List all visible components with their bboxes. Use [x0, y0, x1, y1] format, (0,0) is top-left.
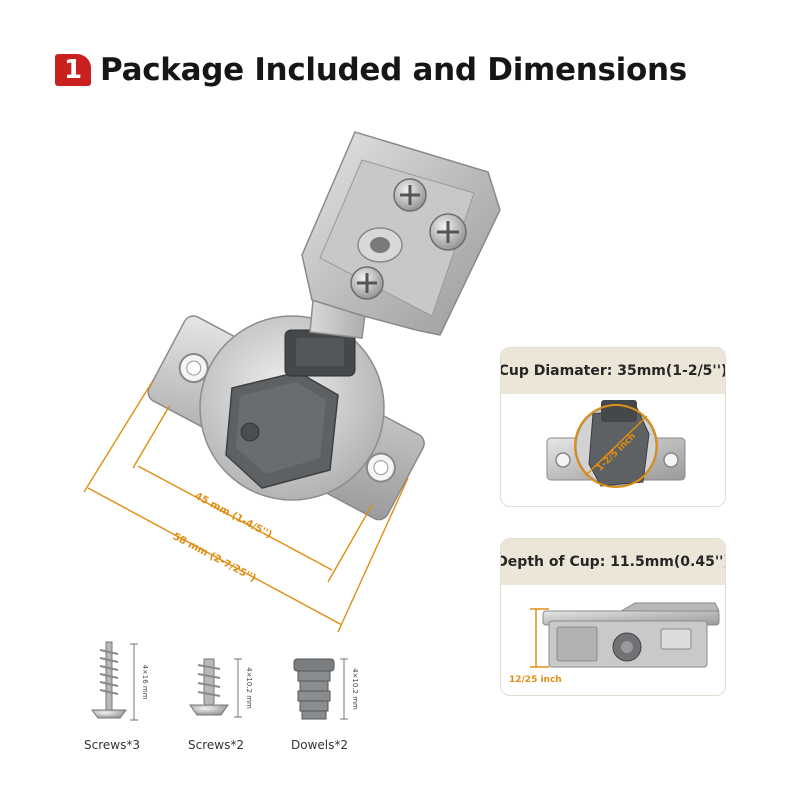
long-screw-label: Screws*3 [84, 738, 140, 752]
dowel-size: 4×10.2 mm [351, 668, 359, 710]
dimension-label-45mm: 45 mm (1-4/5'') [193, 491, 274, 541]
plate-screw-bottom [350, 266, 384, 300]
cup-depth-panel: Depth of Cup: 11.5mm(0.45'') 12/25 inch [500, 538, 726, 696]
dimension-label-58mm: 58 mm (2-7/25'') [171, 531, 258, 584]
hinge-plastic-mechanism [225, 329, 356, 489]
cup-depth-label: 12/25 inch [509, 675, 562, 685]
short-screw-size: 4×10.2 mm [245, 667, 253, 709]
dimension-lines [83, 381, 409, 633]
short-screw-illustration: 4×10.2 mm [189, 658, 253, 718]
short-screw-label: Screws*2 [188, 738, 244, 752]
cup-diameter-title: Cup Diamater: 35mm(1-2/5'') [501, 348, 725, 394]
page-title: Package Included and Dimensions [100, 52, 687, 88]
dowel-illustration: 4×10.2 mm [293, 658, 359, 720]
long-screw-illustration: 4×16 mm [91, 641, 149, 721]
long-screw-size: 4×16 mm [141, 664, 149, 699]
step-number-badge: 1 [55, 54, 91, 86]
plate-screw-top [393, 178, 427, 212]
dowel-label: Dowels*2 [291, 738, 348, 752]
cup-depth-title: Depth of Cup: 11.5mm(0.45'') [501, 539, 725, 585]
hinge-mounting-plate [301, 131, 501, 336]
cup-depth-illustration: 12/25 inch [509, 602, 720, 685]
plate-screw-right [429, 213, 467, 251]
section-header: 1 Package Included and Dimensions [55, 52, 687, 88]
cup-diameter-panel: Cup Diamater: 35mm(1-2/5'') 1-2/5 inch [500, 347, 726, 507]
cup-diameter-illustration: 1-2/5 inch [546, 400, 686, 488]
